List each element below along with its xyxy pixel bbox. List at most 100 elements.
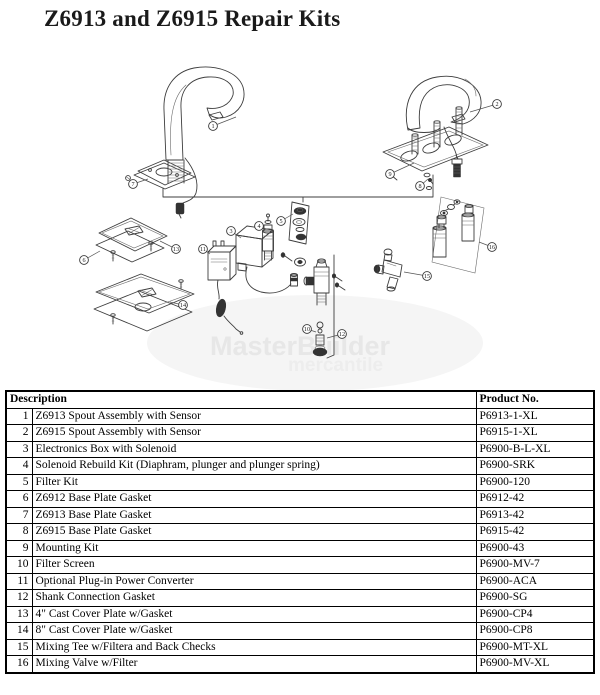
callout-number: 8 xyxy=(418,183,421,190)
callout-number: 16 xyxy=(489,244,495,251)
item-description: Mounting Kit xyxy=(31,539,477,557)
item-number: 15 xyxy=(5,638,33,656)
screw-icon xyxy=(335,283,345,290)
item-description: Z6913 Spout Assembly with Sensor xyxy=(31,407,477,425)
item-product-no: P6900-MV-7 xyxy=(475,556,595,574)
faucet-z6913 xyxy=(126,67,244,218)
item-number: 2 xyxy=(5,424,33,442)
item-description: Filter Kit xyxy=(31,473,477,491)
callout-number: 10 xyxy=(304,326,310,333)
item-description: Z6915 Spout Assembly with Sensor xyxy=(31,424,477,442)
plate-screw-icon xyxy=(149,242,153,251)
plate-gasket-x xyxy=(125,226,143,235)
spout-body xyxy=(406,76,481,130)
callout-number: 9 xyxy=(388,171,391,178)
item-description: Z6912 Base Plate Gasket xyxy=(31,490,477,508)
mixing-valve xyxy=(304,259,345,356)
leader-frame-lines xyxy=(163,175,433,358)
callout-circle-6 xyxy=(80,256,89,265)
plate-screw-icon xyxy=(111,251,115,261)
check-valve xyxy=(462,204,474,241)
filter-disc xyxy=(295,258,306,266)
callout-circle-12 xyxy=(338,330,347,339)
item-description: Mixing Valve w/Filter xyxy=(31,655,477,673)
cable-connector xyxy=(452,155,462,177)
item-number: 5 xyxy=(5,473,33,491)
item-description: Filter Screen xyxy=(31,556,477,574)
item-description: Z6915 Base Plate Gasket xyxy=(31,523,477,541)
shank-threads xyxy=(168,160,184,183)
valve-side-port xyxy=(306,277,314,285)
item-number: 1 xyxy=(5,407,33,425)
item-number: 11 xyxy=(5,572,33,590)
mounting-rod xyxy=(456,107,462,135)
item-number: 13 xyxy=(5,605,33,623)
callout-circle-13 xyxy=(172,245,181,254)
callout-circle-11 xyxy=(199,245,208,254)
item-product-no: P6900-MT-XL xyxy=(475,638,595,656)
plug-prong-icon xyxy=(213,241,216,246)
elbow-fittings xyxy=(441,200,461,216)
table-header-row: Description Product No. xyxy=(5,390,595,409)
item-product-no: P6913-1-XL xyxy=(475,407,595,425)
solenoid-cable xyxy=(246,267,291,293)
item-product-no: P6913-42 xyxy=(475,506,595,524)
callout-number: 11 xyxy=(200,246,206,253)
callout-number: 6 xyxy=(82,257,85,264)
plug-prong-icon xyxy=(221,241,224,246)
solenoid-rebuild-kit xyxy=(281,202,309,266)
callout-circle-5 xyxy=(277,217,286,226)
parts-diagram: MasterBuilder mercantile xyxy=(0,55,600,390)
callout-number: 2 xyxy=(495,101,498,108)
back-check-valves xyxy=(432,197,484,273)
screw-icon xyxy=(281,253,292,262)
item-description: 4" Cast Cover Plate w/Gasket xyxy=(31,605,477,623)
cable-connector xyxy=(176,203,184,214)
sensor-cable xyxy=(183,158,197,203)
item-number: 12 xyxy=(5,589,33,607)
callout-circle-15 xyxy=(423,272,432,281)
solenoid-valve xyxy=(263,214,274,260)
callout-number: 15 xyxy=(424,273,430,280)
page-title: Z6913 and Z6915 Repair Kits xyxy=(44,6,341,31)
item-product-no: P6915-1-XL xyxy=(475,424,595,442)
item-product-no: P6912-42 xyxy=(475,490,595,508)
callout-circle-8 xyxy=(416,182,425,191)
item-description: Solenoid Rebuild Kit (Diaphram, plunger … xyxy=(31,457,477,475)
screw-icon xyxy=(332,274,342,281)
valve-cap xyxy=(313,348,327,356)
item-number: 9 xyxy=(5,539,33,557)
callout-number: 13 xyxy=(173,246,179,253)
filter-screen-parts xyxy=(313,322,327,356)
item-description: Z6913 Base Plate Gasket xyxy=(31,506,477,524)
callout-circle-3 xyxy=(227,227,236,236)
callout-circle-10 xyxy=(303,325,312,334)
callout-number: 3 xyxy=(229,228,232,235)
callout-circle-1 xyxy=(209,122,218,131)
mixing-tee xyxy=(374,249,402,291)
cover-plate-4in xyxy=(96,218,167,262)
item-description: Mixing Tee w/Filtera and Back Checks xyxy=(31,638,477,656)
electronics-box xyxy=(236,214,298,293)
cover-plate-8in xyxy=(94,274,194,331)
plate-screw-icon xyxy=(179,280,183,289)
callout-number: 14 xyxy=(180,302,186,309)
sensor-window xyxy=(209,112,223,120)
power-plug xyxy=(215,298,228,317)
item-product-no: P6900-SRK xyxy=(475,457,595,475)
item-description: 8" Cast Cover Plate w/Gasket xyxy=(31,622,477,640)
callout-circle-16 xyxy=(488,243,497,252)
item-number: 3 xyxy=(5,440,33,458)
